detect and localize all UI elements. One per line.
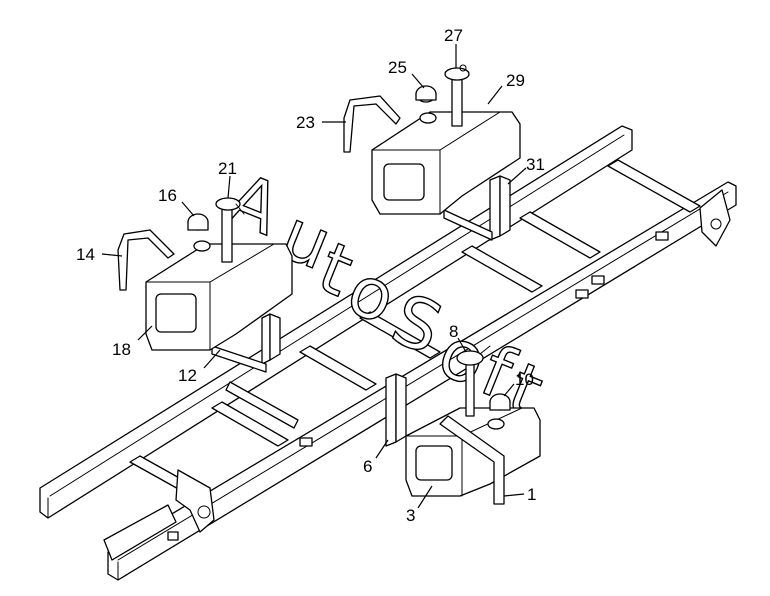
cross-member-4 [461, 245, 543, 293]
tank-assembly-lower [385, 345, 541, 505]
tank-strap-23 [343, 95, 401, 153]
callout-label: 6 [363, 457, 372, 476]
callout-label: 3 [406, 506, 415, 525]
fuel-sender-27 [451, 75, 463, 127]
tank-end-panel [155, 293, 197, 333]
rear-hitch-bracket [175, 469, 215, 533]
tank-end-panel [383, 163, 425, 201]
bracket-foot [443, 209, 493, 241]
callout-label: 25 [388, 58, 407, 77]
cross-member-2 [299, 345, 377, 391]
tank-assembly-upper [343, 64, 521, 241]
callout-label: 18 [112, 340, 131, 359]
mounting-bracket-6 [385, 373, 397, 447]
fuel-sender-8 [465, 361, 475, 417]
bracket-foot [211, 345, 267, 373]
cross-tube [225, 381, 299, 429]
callout-label: 12 [178, 366, 197, 385]
tank-assembly-left [117, 197, 293, 373]
cross-member-5 [519, 211, 601, 259]
fuel-sender-21 [221, 205, 233, 263]
callout-label: 10 [515, 370, 534, 389]
chassis-frame [39, 125, 737, 581]
callout-label: 8 [449, 322, 458, 341]
tank-strap-1 [439, 415, 505, 505]
frame-rail-left [39, 125, 633, 519]
tank-strap-14 [117, 229, 175, 291]
front-hook-bracket [699, 189, 731, 247]
callout-label: 27 [444, 26, 463, 45]
callout-label: 31 [526, 155, 545, 174]
mounting-bracket-31 [489, 175, 501, 241]
callouts: 1 3 6 8 10 12 14 16 18 21 23 25 27 29 31 [76, 26, 545, 525]
callout-label: 23 [296, 113, 315, 132]
tank-end-panel [415, 445, 453, 481]
callout-label: 1 [527, 485, 536, 504]
callout-label: 29 [506, 71, 525, 90]
cross-member-3 [359, 311, 441, 359]
callout-label: 14 [76, 245, 95, 264]
cross-member-front [607, 159, 701, 213]
cross-member-1 [211, 401, 289, 447]
rear-rail-stub [103, 504, 177, 561]
callout-label: 16 [158, 186, 177, 205]
mounting-bracket-12 [261, 313, 271, 365]
callout-label: 21 [218, 159, 237, 178]
